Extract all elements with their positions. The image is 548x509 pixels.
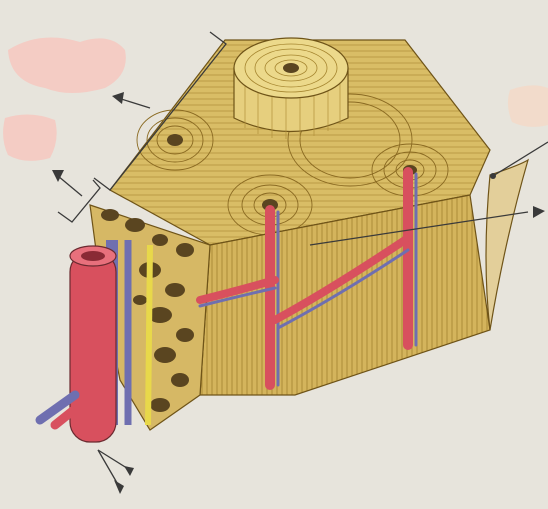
raised-osteon — [234, 38, 348, 139]
blurred-label-1 — [8, 38, 126, 94]
periosteum — [486, 160, 528, 330]
central-canal-1 — [167, 134, 183, 146]
blurred-label-2 — [3, 114, 57, 160]
blurred-label-3 — [508, 85, 548, 126]
nerve — [148, 245, 150, 425]
leader-lower — [58, 176, 82, 196]
main-vessels — [40, 240, 128, 442]
leader-upper — [118, 98, 150, 108]
